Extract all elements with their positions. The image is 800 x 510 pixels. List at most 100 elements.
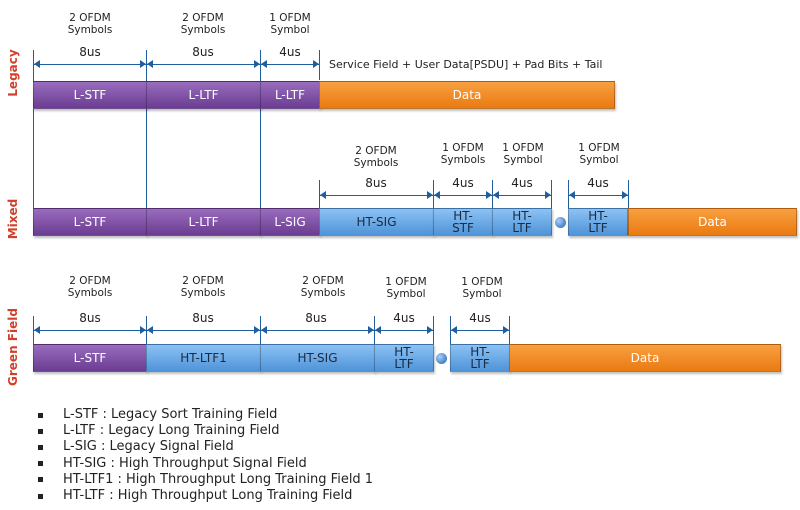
green-header-5-line2: Symbol [462, 288, 502, 300]
guide-line [433, 180, 434, 208]
green-header-4-line2: Symbol [386, 288, 426, 300]
green-header-5: 1 OFDM Symbol [447, 276, 517, 300]
legend-text: HT-LTF1 : High Throughput Long Training … [63, 471, 374, 487]
green-header-2-line1: 2 OFDM [182, 275, 224, 287]
legend-text: HT-LTF : High Throughput Long Training F… [63, 488, 353, 504]
guide-line [260, 316, 261, 344]
legacy-header-2: 2 OFDM Symbols [168, 12, 238, 36]
mixed-field-l-stf: L-STF [33, 208, 147, 236]
guide-line [509, 316, 510, 344]
green-header-4-line1: 1 OFDM [385, 276, 427, 288]
green-header-2: 2 OFDM Symbols [168, 275, 238, 299]
mixed-duration-2: 4us [452, 176, 474, 190]
mixed-duration-3: 4us [511, 176, 533, 190]
legend-text: HT-SIG : High Throughput Signal Field [63, 455, 307, 471]
legacy-header-2-line2: Symbols [180, 24, 226, 36]
mixed-header-4-line1: 1 OFDM [578, 142, 620, 154]
legacy-header-1: 2 OFDM Symbols [55, 12, 125, 36]
green-field-l-stf: L-STF [33, 344, 147, 372]
mixed-header-2-line2: Symbols [440, 154, 486, 166]
mixed-header-3: 1 OFDM Symbol [488, 142, 558, 166]
row-label-mixed: Mixed [6, 198, 20, 240]
guide-line [628, 180, 629, 208]
green-header-1: 2 OFDM Symbols [55, 275, 125, 299]
mixed-header-2: 1 OFDM Symbols [428, 142, 498, 166]
green-header-3-line1: 2 OFDM [302, 275, 344, 287]
legacy-header-3-line1: 1 OFDM [269, 12, 311, 24]
mixed-header-3-line1: 1 OFDM [502, 142, 544, 154]
mixed-header-1-line1: 2 OFDM [355, 145, 397, 157]
legacy-duration-2: 8us [192, 45, 214, 59]
green-header-3-line2: Symbols [300, 287, 346, 299]
legacy-duration-1: 8us [79, 45, 101, 59]
guide-line [146, 50, 147, 208]
green-duration-2: 8us [192, 311, 214, 325]
legend-item: L-LTF : Legacy Long Training Field [38, 423, 373, 439]
guide-line [33, 50, 34, 208]
mixed-field-ht-ltf: HT- LTF [492, 208, 552, 236]
green-field-ht-ltf: HT- LTF [374, 344, 434, 372]
green-duration-4: 4us [393, 311, 415, 325]
green-duration-3: 8us [305, 311, 327, 325]
green-header-3: 2 OFDM Symbols [288, 275, 358, 299]
legacy-field-l-ltf: L-LTF [146, 81, 261, 109]
mixed-field-l-sig: L-SIG [260, 208, 320, 236]
legacy-header-1-line2: Symbols [67, 24, 113, 36]
legend: L-STF : Legacy Sort Training Field L-LTF… [38, 407, 373, 504]
bullet-icon [38, 412, 43, 418]
mixed-field-ht-ltf-n: HT- LTF [568, 208, 628, 236]
green-header-1-line2: Symbols [67, 287, 113, 299]
legend-text: L-STF : Legacy Sort Training Field [63, 407, 278, 422]
bullet-icon [38, 477, 43, 483]
green-header-1-line1: 2 OFDM [69, 275, 111, 287]
mixed-header-1-line2: Symbols [353, 157, 399, 169]
mixed-field-data: Data [628, 208, 797, 236]
guide-line [551, 180, 552, 208]
green-header-5-line1: 1 OFDM [461, 276, 503, 288]
legacy-header-3-line2: Symbol [270, 24, 310, 36]
green-field-ht-ltf-n: HT- LTF [450, 344, 510, 372]
mixed-header-3-line2: Symbol [503, 154, 543, 166]
legacy-header-3: 1 OFDM Symbol [255, 12, 325, 36]
guide-line [33, 316, 34, 344]
row-label-green-field: Green Field [6, 308, 20, 386]
legend-text: L-LTF : Legacy Long Training Field [63, 423, 280, 439]
mixed-header-1: 2 OFDM Symbols [341, 145, 411, 169]
legacy-header-2-line1: 2 OFDM [182, 12, 224, 24]
bullet-icon [38, 428, 43, 434]
guide-line [433, 316, 434, 344]
legend-item: L-STF : Legacy Sort Training Field [38, 407, 373, 423]
mixed-field-ht-stf: HT- STF [433, 208, 493, 236]
row-label-legacy: Legacy [6, 49, 20, 97]
mixed-duration-4: 4us [587, 176, 609, 190]
legend-item: HT-LTF1 : High Throughput Long Training … [38, 472, 373, 488]
legacy-field-data: Data [319, 81, 615, 109]
bullet-icon [38, 493, 43, 499]
green-duration-5: 4us [469, 311, 491, 325]
guide-line [374, 316, 375, 344]
guide-line [319, 180, 320, 208]
ellipsis-dot-icon [555, 217, 566, 228]
green-field-data: Data [509, 344, 781, 372]
guide-line [146, 316, 147, 344]
ellipsis-dot-icon [436, 353, 447, 364]
legend-text: L-SIG : Legacy Signal Field [63, 439, 234, 455]
mixed-header-4: 1 OFDM Symbol [564, 142, 634, 166]
legend-item: HT-SIG : High Throughput Signal Field [38, 456, 373, 472]
guide-line [492, 180, 493, 208]
mixed-field-l-ltf: L-LTF [146, 208, 261, 236]
green-header-2-line2: Symbols [180, 287, 226, 299]
green-field-ht-ltf1: HT-LTF1 [146, 344, 261, 372]
bullet-icon [38, 461, 43, 467]
legacy-field-l-stf: L-STF [33, 81, 147, 109]
guide-line [260, 50, 261, 208]
mixed-field-ht-sig: HT-SIG [319, 208, 434, 236]
green-header-4: 1 OFDM Symbol [371, 276, 441, 300]
green-field-ht-sig: HT-SIG [260, 344, 375, 372]
legend-item: HT-LTF : High Throughput Long Training F… [38, 488, 373, 504]
guide-line [568, 180, 569, 208]
guide-line [319, 50, 320, 80]
bullet-icon [38, 445, 43, 450]
legacy-field-l-ltf-2: L-LTF [260, 81, 320, 109]
guide-line [450, 316, 451, 344]
